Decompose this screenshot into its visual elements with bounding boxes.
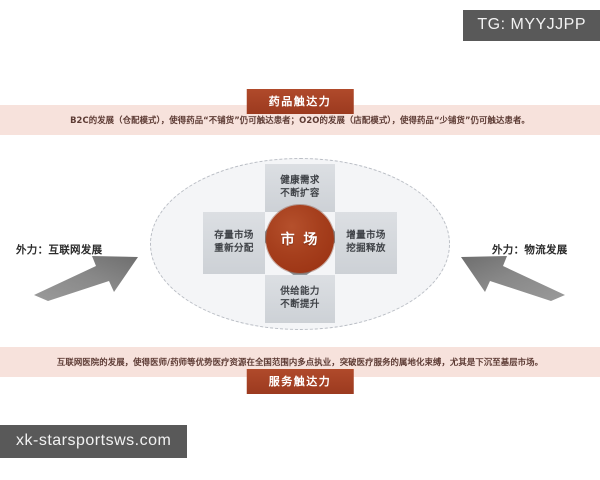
bottom-statement-text: 互联网医院的发展，使得医师/药师等优势医疗资源在全国范围内多点执业，突破医疗服务… [56,357,544,367]
node-box-bottom: 供给能力 不断提升 [265,275,335,323]
bottom-section-tab: 服务触达力 [246,369,354,394]
node-bottom-line2: 不断提升 [280,299,320,310]
external-force-arrow-left-icon [34,256,138,301]
node-box-left: 存量市场 重新分配 [203,212,265,274]
node-box-right: 增量市场 挖掘释放 [335,212,397,274]
external-force-label-right: 外力：物流发展 [492,244,568,256]
node-right-line2: 挖掘释放 [346,243,386,254]
node-left-line2: 重新分配 [214,243,254,254]
external-force-arrow-right-icon [461,256,565,301]
node-box-top: 健康需求 不断扩容 [265,164,335,212]
node-left-line1: 存量市场 [214,230,254,242]
market-center-circle: 市 场 [266,205,334,273]
site-watermark: xk-starsportsws.com [0,425,188,458]
telegram-watermark: TG: MYYJJPP [463,10,600,41]
top-statement-text: B2C的发展（仓配模式），使得药品“不铺货”仍可触达患者；O2O的发展（店配模式… [70,115,530,125]
node-top-line1: 健康需求 [280,175,320,187]
node-bottom-line1: 供给能力 [280,286,320,298]
top-section-tab: 药品触达力 [246,89,354,114]
market-center-label: 市 场 [280,232,320,248]
external-force-label-left: 外力：互联网发展 [16,244,103,256]
node-top-line2: 不断扩容 [280,188,320,199]
node-right-line1: 增量市场 [346,230,386,242]
